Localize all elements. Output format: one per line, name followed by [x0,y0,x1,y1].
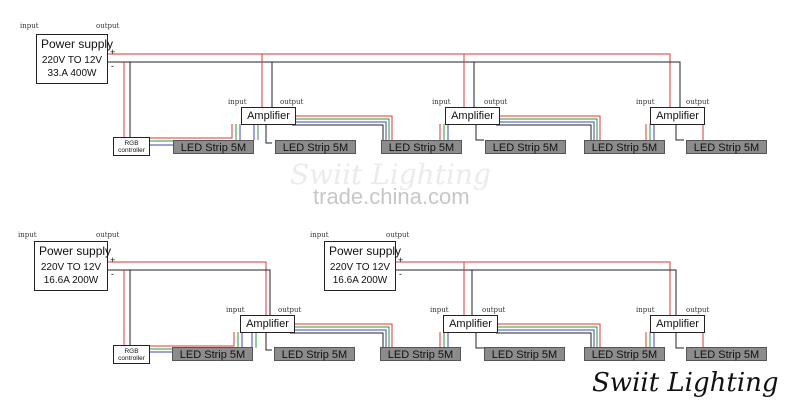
led-strip: LED Strip 5M [484,347,565,361]
power-supply-rating: 33.A 400W [47,68,97,79]
power-supply-title: Power supply [329,244,402,258]
amp-output-label: output [484,98,508,106]
amp-input-label: input [430,306,449,314]
amplifier: Amplifier [650,315,705,333]
amp-output-label: output [280,98,304,106]
brand-logo: Swiit Lighting [592,368,779,398]
watermark-script: Swiit Lighting [290,158,491,191]
amp-input-label: input [228,98,247,106]
led-strip: LED Strip 5M [275,140,356,154]
led-strip: LED Strip 5M [380,347,461,361]
power-supply-voltage: 220V TO 12V [41,55,103,66]
rgb-controller-line1: RGB [124,140,139,147]
power-supply-rating: 16.6A 200W [43,275,99,286]
amplifier: Amplifier [445,107,500,125]
power-supply-voltage: 220V TO 12V [329,262,391,273]
amplifier: Amplifier [240,315,295,333]
minus-sign: - [111,269,114,279]
led-strip: LED Strip 5M [173,140,254,154]
power-supply-title: Power supply [39,244,112,258]
ps-output-label: output [96,231,120,239]
plus-sign: + [110,47,116,57]
amp-output-label: output [278,306,302,314]
led-strip: LED Strip 5M [172,347,253,361]
amp-input-label: input [636,306,655,314]
led-strip: LED Strip 5M [381,140,462,154]
amp-output-label: output [686,98,710,106]
amp-input-label: input [636,98,655,106]
watermark: trade.china.com [313,184,470,209]
rgb-controller-1: RGB controller [113,137,150,156]
minus-sign: - [399,269,402,279]
ps-input-label: input [310,231,329,239]
minus-sign: - [111,61,114,71]
ps-input-label: input [20,22,39,30]
power-supply-title: Power supply [41,37,114,51]
amp-input-label: input [432,98,451,106]
power-supply-rating: 16.6A 200W [332,275,388,286]
ps-output-label: output [96,22,120,30]
rgb-controller-2: RGB controller [113,345,150,364]
power-supply-1: Power supply 220V TO 12V 33.A 400W [36,34,113,84]
amp-output-label: output [686,306,710,314]
led-strip: LED Strip 5M [584,347,665,361]
ps-output-label: output [386,231,410,239]
rgb-controller-line2: controller [118,147,145,154]
amp-output-label: output [482,306,506,314]
rgb-controller-line1: RGB [124,348,139,355]
led-strip: LED Strip 5M [686,347,767,361]
amplifier: Amplifier [443,315,498,333]
plus-sign: + [110,255,116,265]
power-supply-2a: Power supply 220V TO 12V 16.6A 200W [34,241,112,291]
led-strip: LED Strip 5M [274,347,355,361]
led-strip: LED Strip 5M [584,140,665,154]
amplifier: Amplifier [241,107,296,125]
led-strip: LED Strip 5M [485,140,566,154]
amplifier: Amplifier [650,107,705,125]
power-supply-voltage: 220V TO 12V [40,262,102,273]
power-supply-2b: Power supply 220V TO 12V 16.6A 200W [324,241,401,291]
rgb-controller-line2: controller [118,355,145,362]
amp-input-label: input [226,306,245,314]
ps-input-label: input [18,231,37,239]
plus-sign: + [398,255,404,265]
led-strip: LED Strip 5M [686,140,767,154]
